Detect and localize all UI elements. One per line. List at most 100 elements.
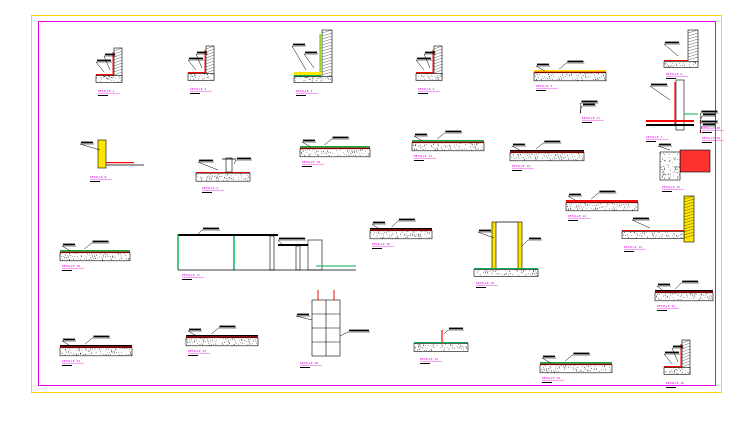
aggregate-dot <box>124 253 126 255</box>
aggregate-dot <box>98 256 100 258</box>
aggregate-dot <box>318 78 319 79</box>
aggregate-dot <box>381 237 383 239</box>
aggregate-dot <box>568 208 569 210</box>
aggregate-dot <box>661 169 663 170</box>
aggregate-dot <box>567 154 568 156</box>
aggregate-dot <box>538 153 540 155</box>
aggregate-dot <box>539 74 540 76</box>
hatch <box>687 32 699 37</box>
aggregate-dot <box>442 346 443 347</box>
aggregate-dot <box>103 76 105 77</box>
scale-note <box>190 93 200 94</box>
annotation-text-block <box>573 352 590 355</box>
aggregate-dot <box>600 369 602 371</box>
aggregate-dot <box>599 77 601 79</box>
aggregate-dot <box>462 347 464 349</box>
hatch <box>433 48 443 53</box>
aggregate-dot <box>506 273 507 275</box>
aggregate-dot <box>550 367 551 369</box>
finish-layer <box>540 362 612 364</box>
aggregate-dot <box>673 171 675 173</box>
aggregate-dot <box>435 77 437 79</box>
aggregate-dot <box>103 256 105 258</box>
aggregate-dot <box>556 158 558 159</box>
aggregate-dot <box>663 166 665 167</box>
aggregate-dot <box>89 254 91 256</box>
aggregate-dot <box>349 150 351 152</box>
aggregate-dot <box>663 171 664 172</box>
aggregate-dot <box>239 340 240 341</box>
detail-label: DETALLE 16 <box>62 264 80 268</box>
aggregate-dot <box>312 76 313 78</box>
aggregate-dot <box>709 298 711 300</box>
aggregate-dot <box>222 338 224 340</box>
aggregate-dot <box>628 205 630 207</box>
inner-border <box>38 21 716 386</box>
aggregate-dot <box>662 177 663 179</box>
aggregate-dot <box>294 78 296 79</box>
aggregate-dot <box>670 159 671 161</box>
leader-line <box>415 59 425 71</box>
annotation-text-block <box>373 221 385 224</box>
aggregate-dot <box>644 232 645 234</box>
aggregate-dot <box>619 206 621 208</box>
leader-line <box>61 340 71 347</box>
aggregate-dot <box>437 143 439 145</box>
hatch <box>683 207 695 212</box>
scale-note <box>90 181 100 182</box>
aggregate-dot <box>674 157 676 159</box>
aggregate-dot <box>240 175 242 177</box>
aggregate-dot <box>234 338 235 340</box>
aggregate-dot <box>120 255 122 257</box>
aggregate-dot <box>537 156 538 157</box>
aggregate-dot <box>396 235 398 237</box>
aggregate-dot <box>472 147 474 148</box>
leader-line <box>559 62 567 70</box>
aggregate-dot <box>424 75 426 77</box>
aggregate-dot <box>396 233 398 235</box>
aggregate-dot <box>421 231 422 233</box>
aggregate-dot <box>330 78 331 80</box>
aggregate-dot <box>534 74 536 75</box>
aggregate-dot <box>186 338 188 340</box>
aggregate-dot <box>115 348 116 350</box>
aggregate-dot <box>130 352 131 354</box>
annotation-text-block <box>92 240 109 243</box>
aggregate-dot <box>368 154 370 156</box>
aggregate-dot <box>100 253 101 255</box>
concrete-slab <box>185 337 259 347</box>
aggregate-dot <box>114 77 116 79</box>
aggregate-dot <box>85 348 87 349</box>
aggregate-dot <box>249 342 251 344</box>
aggregate-dot <box>478 143 479 144</box>
finish-layer <box>60 250 130 252</box>
aggregate-dot <box>208 176 210 178</box>
aggregate-dot <box>412 235 414 236</box>
aggregate-dot <box>666 64 668 66</box>
aggregate-dot <box>634 232 635 233</box>
leader-line <box>291 45 307 71</box>
aggregate-dot <box>426 235 428 237</box>
aggregate-dot <box>218 174 220 175</box>
aggregate-dot <box>656 235 658 236</box>
aggregate-dot <box>347 152 349 154</box>
hatch <box>321 44 333 49</box>
aggregate-dot <box>301 153 303 155</box>
aggregate-dot <box>597 78 599 80</box>
aggregate-dot <box>692 62 694 63</box>
detail-label: DETALLE 11 <box>414 154 432 158</box>
aggregate-dot <box>602 73 604 75</box>
aggregate-dot <box>661 176 663 178</box>
aggregate-dot <box>596 205 598 207</box>
leader-line <box>413 135 423 142</box>
aggregate-dot <box>391 235 392 237</box>
annotation-text-block <box>543 355 555 358</box>
aggregate-dot <box>576 207 578 208</box>
aggregate-dot <box>552 79 553 80</box>
finish-layer <box>580 110 581 112</box>
hatch <box>205 45 215 50</box>
aggregate-dot <box>226 178 227 179</box>
detail-label: DETALLE 26 <box>666 381 684 385</box>
aggregate-dot <box>323 153 325 155</box>
aggregate-dot <box>339 154 341 156</box>
